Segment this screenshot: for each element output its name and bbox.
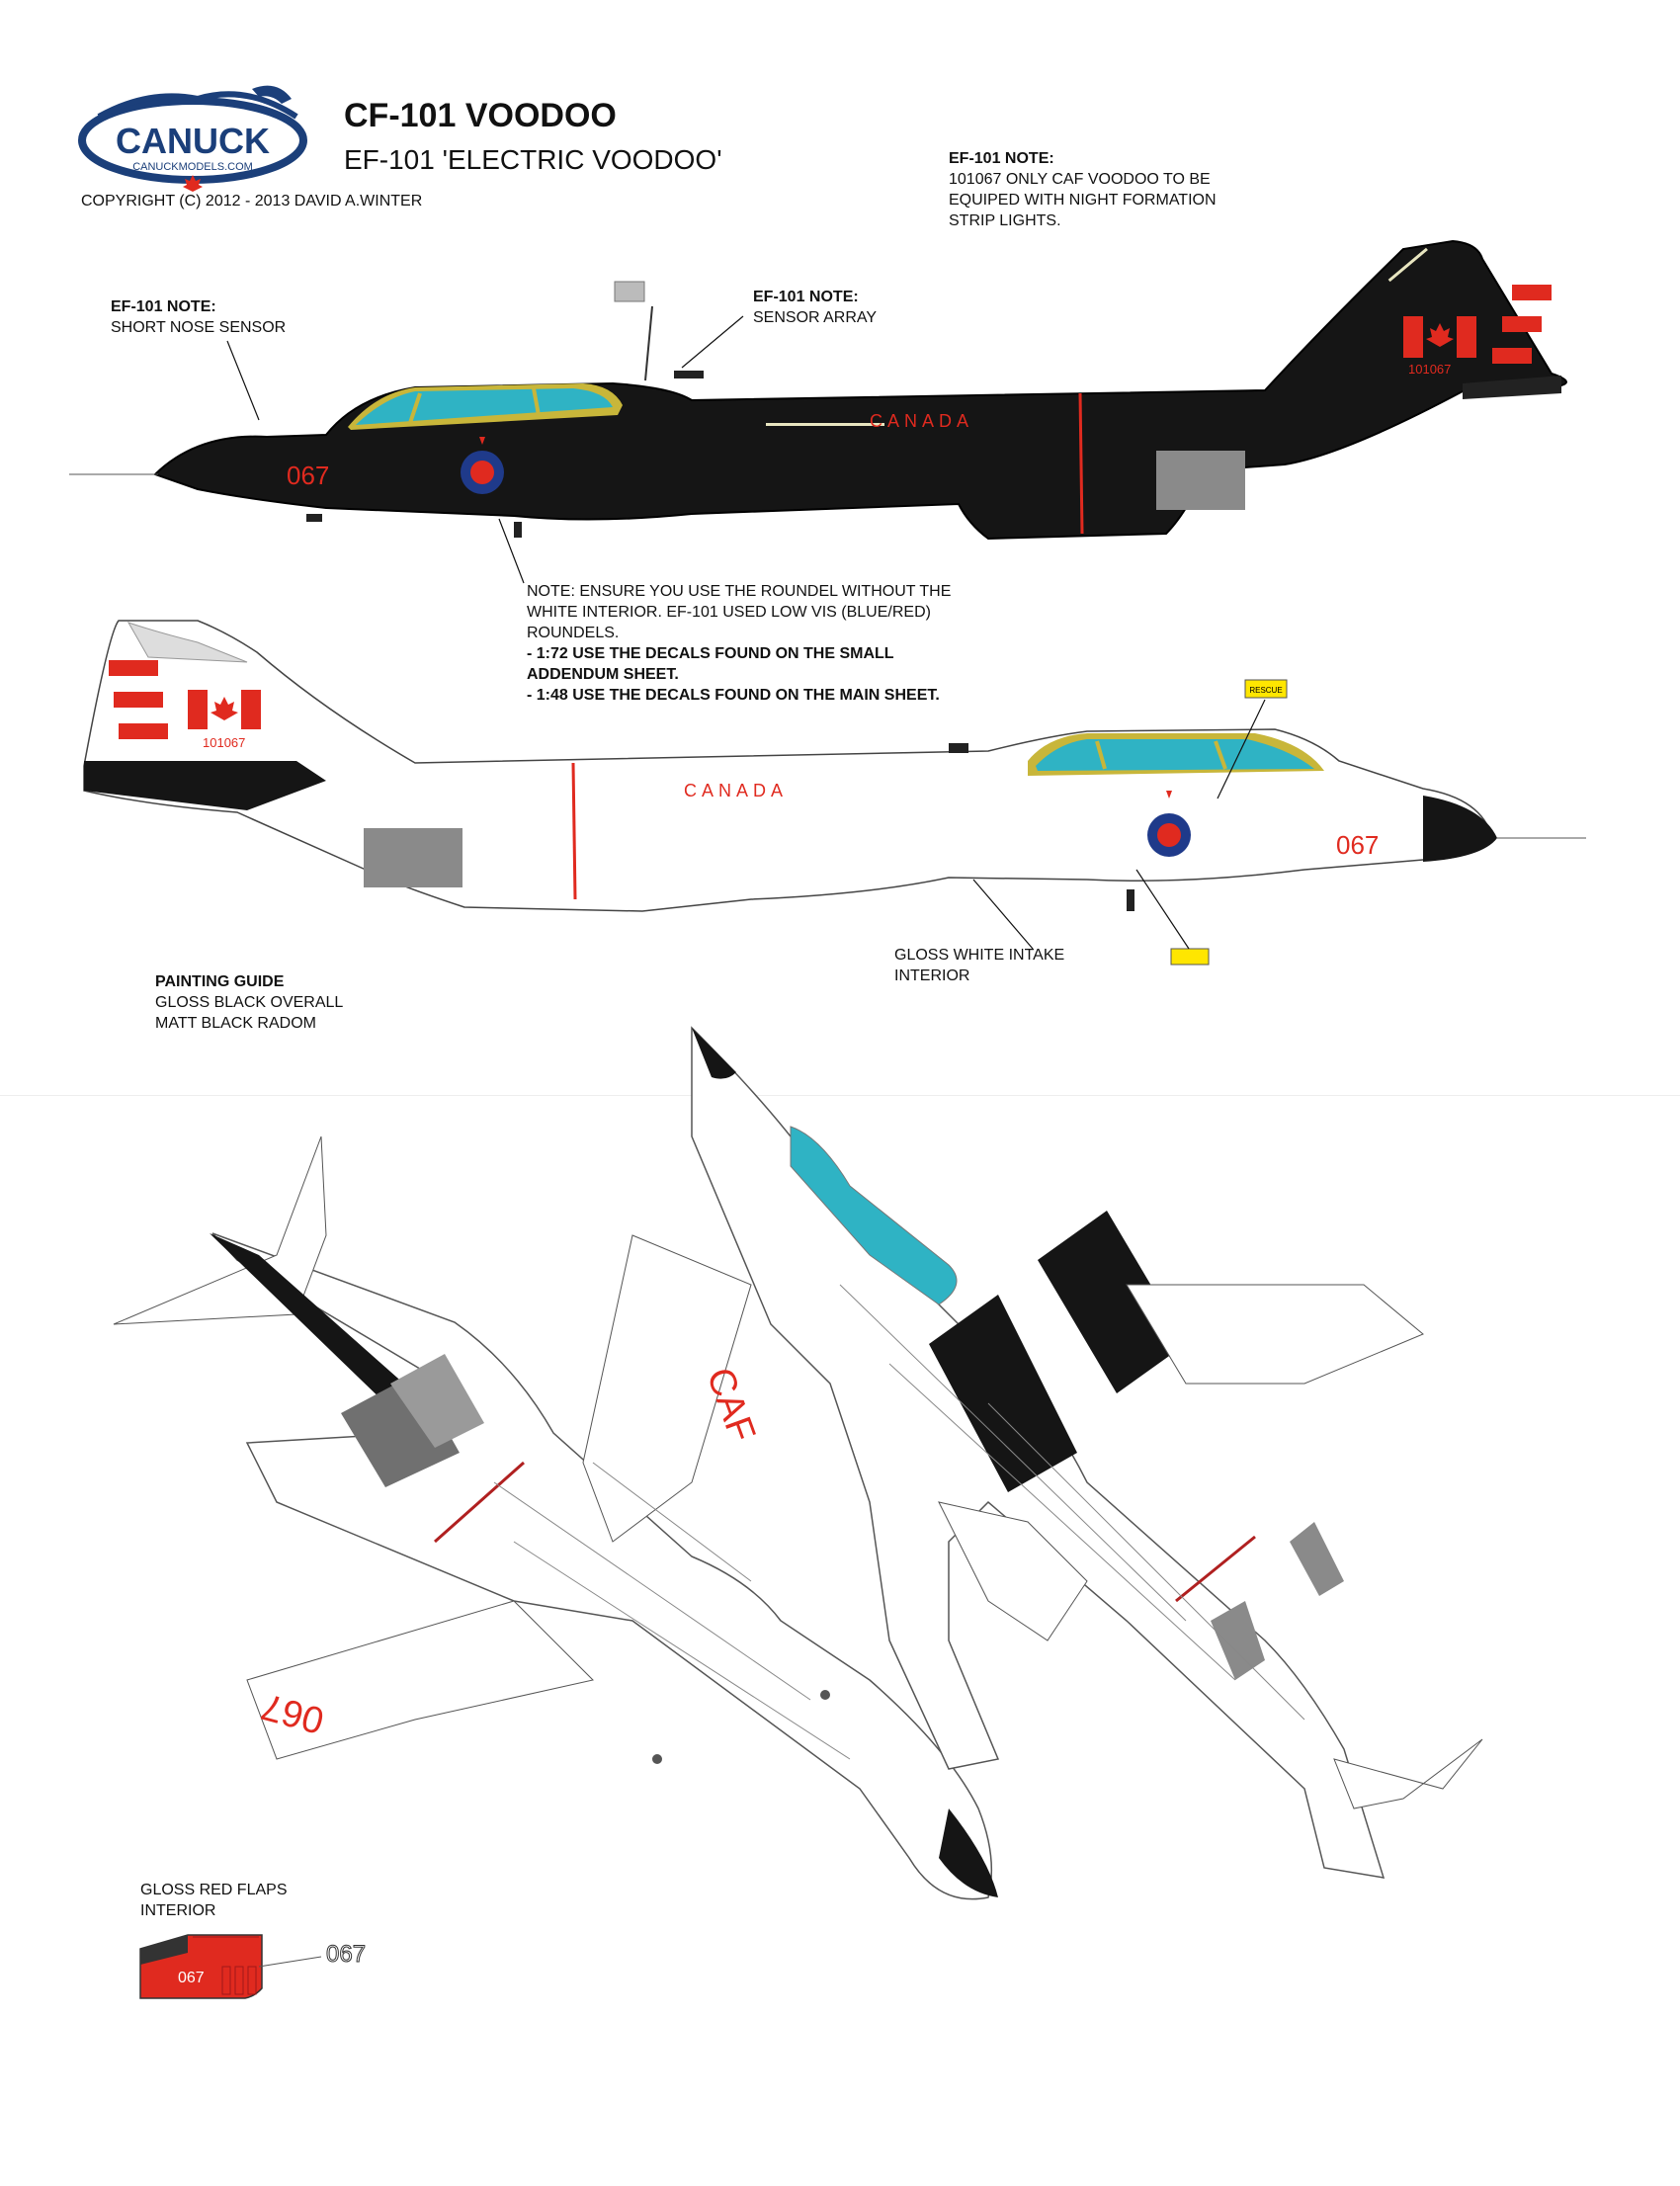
black-nose-number: 067 (287, 461, 329, 490)
note-heading: EF-101 NOTE: (753, 289, 859, 305)
black-fuselage-canada: CANADA (870, 411, 973, 431)
copyright: COPYRIGHT (C) 2012 - 2013 DAVID A.WINTER (81, 193, 423, 210)
page-fold-line (0, 1095, 1680, 1096)
note-line: INTERIOR (140, 1902, 216, 1919)
flap-callout-number: 067 (326, 1941, 366, 1968)
white-tail-serial: 101067 (203, 735, 245, 750)
canuck-logo: CANUCK CANUCKMODELS.COM (78, 85, 307, 192)
white-fuselage-canada: CANADA (684, 781, 788, 800)
note-bold-line: - 1:48 USE THE DECALS FOUND ON THE MAIN … (527, 687, 940, 704)
side-view-black: 067 CANADA 101067 (69, 239, 1567, 541)
note-line: NOTE: ENSURE YOU USE THE ROUNDEL WITHOUT… (527, 583, 952, 600)
note-line: GLOSS RED FLAPS (140, 1882, 288, 1898)
side-view-white: 067 CANADA 101067 RESCUE (83, 620, 1586, 966)
goose-icon (252, 85, 292, 104)
note-line: STRIP LIGHTS. (949, 212, 1061, 229)
note-line: WHITE INTERIOR. EF-101 USED LOW VIS (BLU… (527, 604, 931, 621)
painting-guide: PAINTING GUIDE GLOSS BLACK OVERALL MATT … (155, 971, 343, 1034)
note-sensor-array: EF-101 NOTE: SENSOR ARRAY (753, 287, 877, 328)
white-nose-number: 067 (1336, 830, 1379, 860)
painting-line: GLOSS BLACK OVERALL (155, 994, 344, 1011)
note-line: INTERIOR (894, 967, 970, 984)
page-title: CF-101 VOODOO (344, 97, 617, 134)
maple-leaf-icon (183, 175, 203, 192)
note-line: GLOSS WHITE INTAKE (894, 947, 1065, 964)
note-heading: EF-101 NOTE: (949, 150, 1054, 167)
rescue-label: RESCUE (1249, 686, 1282, 695)
logo-name: CANUCK (116, 121, 270, 161)
note-line: EQUIPED WITH NIGHT FORMATION (949, 192, 1217, 209)
logo-site: CANUCKMODELS.COM (132, 161, 253, 173)
note-line: SENSOR ARRAY (753, 309, 878, 326)
note-formation-lights: EF-101 NOTE: 101067 ONLY CAF VOODOO TO B… (949, 148, 1217, 231)
note-nose-sensor: EF-101 NOTE: SHORT NOSE SENSOR (111, 296, 286, 338)
painting-line: MATT BLACK RADOM (155, 1015, 316, 1032)
note-line: SHORT NOSE SENSOR (111, 319, 287, 336)
page-subtitle: EF-101 'ELECTRIC VOODOO' (344, 144, 722, 175)
note-roundel: NOTE: ENSURE YOU USE THE ROUNDEL WITHOUT… (527, 581, 951, 706)
note-heading: EF-101 NOTE: (111, 298, 216, 315)
note-intake: GLOSS WHITE INTAKE INTERIOR (894, 945, 1064, 986)
note-line: 101067 ONLY CAF VOODOO TO BE (949, 171, 1211, 188)
note-line: ROUNDELS. (527, 625, 620, 641)
note-bold-line: ADDENDUM SHEET. (527, 666, 679, 683)
black-tail-serial: 101067 (1408, 362, 1451, 377)
plan-view-underside: CAF 067 (113, 1135, 998, 1900)
flap-number: 067 (178, 1970, 205, 1986)
note-flaps: GLOSS RED FLAPS INTERIOR (140, 1880, 288, 1921)
plan-view-top (691, 1026, 1483, 1879)
note-bold-line: - 1:72 USE THE DECALS FOUND ON THE SMALL (527, 645, 894, 662)
red-flap-detail: 067 067 (139, 1934, 367, 1999)
painting-heading: PAINTING GUIDE (155, 973, 285, 990)
